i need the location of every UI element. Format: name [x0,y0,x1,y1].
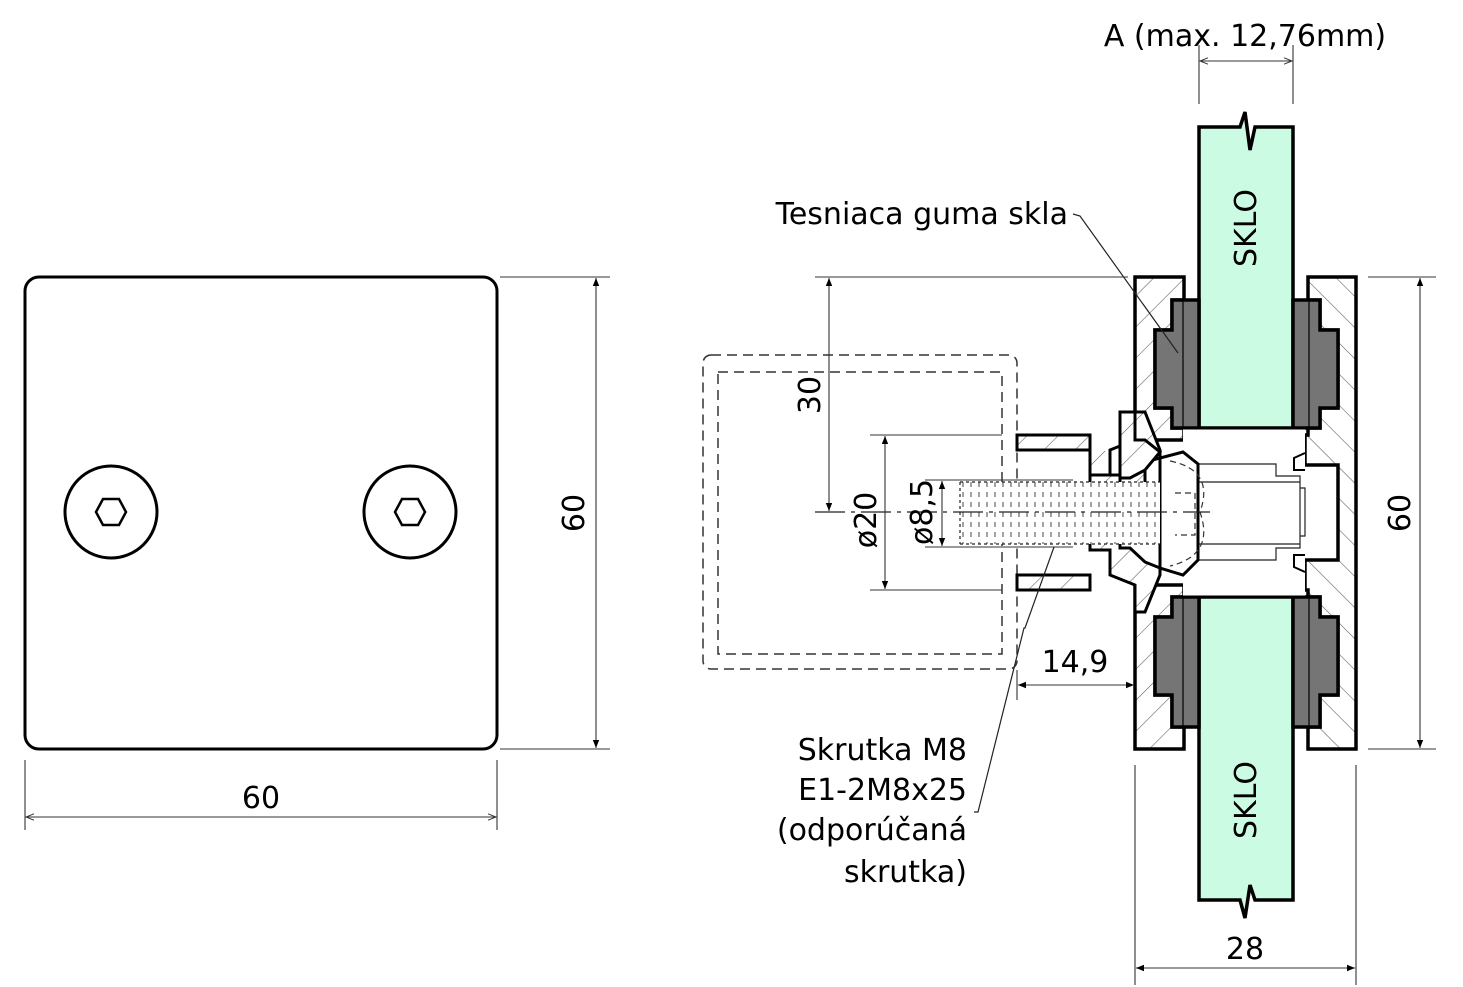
glass-label-top: SKLO [1229,189,1264,267]
gasket-left-bottom [1153,595,1201,729]
screw-label-line4: skrutka) [844,855,967,890]
dim-149-label: 14,9 [1042,645,1109,680]
gasket-right-bottom [1291,595,1340,729]
gasket-left-top [1153,298,1201,430]
front-width-label: 60 [242,781,280,816]
glass-label-bottom: SKLO [1229,761,1264,839]
screw-label-line3: (odporúčaná [777,813,967,848]
screw-label-line2: E1-2M8x25 [798,773,967,808]
adapter-left-lower [1015,573,1092,592]
dim-30-label: 30 [793,376,828,414]
hex-socket-icon [94,497,128,527]
screw-label-line1: Skrutka M8 [798,733,967,768]
section-view: Tesniaca guma skla A (max. 12,76mm) SKLO… [702,19,1436,985]
screw-leader [974,546,1055,813]
bolt-thread [960,482,1160,544]
hex-socket-icon [393,497,427,527]
glass-pane-bottom [1197,595,1295,919]
screw-head-left [63,464,159,560]
section-height-label: 60 [1383,494,1418,532]
section-width-label: 28 [1226,932,1264,967]
dim-d20-label: ø20 [849,492,884,549]
glass-thickness-label: A (max. 12,76mm) [1104,19,1386,54]
screw-head-right [362,464,458,560]
dim-d85-label: ø8,5 [905,479,940,545]
front-view: 60 60 [23,275,610,830]
plate-outline [23,275,499,751]
glass-pane-top [1197,111,1295,430]
front-height-label: 60 [557,494,592,532]
sleeve-inner [1198,463,1301,561]
tube-outer-hidden [702,354,1018,670]
gasket-label: Tesniaca guma skla [775,197,1068,232]
gasket-leader [1072,213,1179,354]
